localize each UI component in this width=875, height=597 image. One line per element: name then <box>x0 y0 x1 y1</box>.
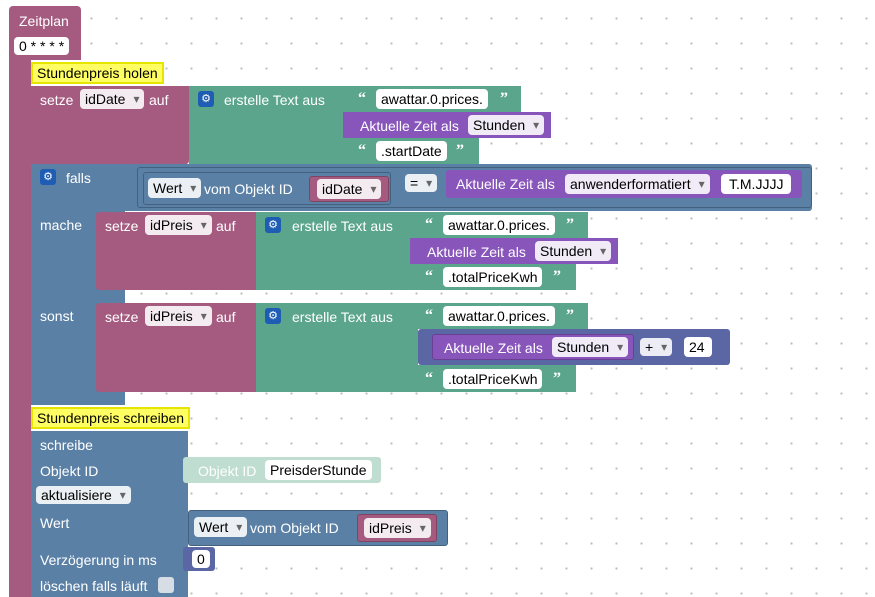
set-label: setze <box>40 92 74 108</box>
set-label: setze <box>105 218 139 234</box>
create-text-label: erstelle Text aus <box>292 309 393 325</box>
value-mode-dropdown[interactable]: Wert <box>148 178 202 198</box>
number-field[interactable]: 24 <box>684 337 712 357</box>
object-id-inner-label: Objekt ID <box>198 463 257 479</box>
text-str2-field[interactable]: .startDate <box>376 141 447 161</box>
quote-open-icon: “ <box>358 142 366 159</box>
quote-open-icon: “ <box>425 268 433 285</box>
time-label: Aktuelle Zeit als <box>360 118 459 134</box>
create-text-label: erstelle Text aus <box>224 92 325 108</box>
quote-close-icon: ” <box>566 216 574 233</box>
value-mode-dropdown[interactable]: Wert <box>194 517 248 537</box>
gear-icon[interactable]: ⚙ <box>40 169 56 185</box>
delay-number-field[interactable]: 0 <box>192 550 210 568</box>
text-str2-field[interactable]: .totalPriceKwh <box>443 267 543 287</box>
quote-open-icon: “ <box>358 90 366 107</box>
time-unit-dropdown[interactable]: Stunden <box>468 115 545 135</box>
schedule-rail <box>9 58 31 597</box>
date-format-field[interactable]: T.M.JJJJ <box>721 174 792 194</box>
if-mid-bar <box>96 290 125 303</box>
write-block[interactable] <box>31 431 188 597</box>
quote-close-icon: ” <box>500 90 508 107</box>
quote-close-icon: ” <box>553 268 561 285</box>
time-label: Aktuelle Zeit als <box>444 340 543 356</box>
text-str-field[interactable]: awattar.0.prices. <box>443 215 555 235</box>
if-bottom-bar <box>96 392 125 405</box>
quote-close-icon: ” <box>456 142 464 159</box>
gear-icon[interactable]: ⚙ <box>198 91 214 107</box>
quote-close-icon: ” <box>553 370 561 387</box>
math-op-dropdown[interactable]: + <box>640 338 673 356</box>
gear-icon[interactable]: ⚙ <box>265 217 281 233</box>
set-label: setze <box>105 309 139 325</box>
gear-icon[interactable]: ⚙ <box>265 308 281 324</box>
create-text-block[interactable] <box>256 303 418 392</box>
text-str2-field[interactable]: .totalPriceKwh <box>443 369 543 389</box>
quote-open-icon: “ <box>425 307 433 324</box>
schedule-cron-field[interactable]: 0 * * * * <box>14 37 70 55</box>
else-label: sonst <box>40 308 74 324</box>
object-id-field[interactable]: PreisderStunde <box>265 460 372 480</box>
auf-label: auf <box>216 309 236 325</box>
var-iddate-dropdown[interactable]: idDate <box>80 89 145 109</box>
quote-open-icon: “ <box>425 216 433 233</box>
clear-running-checkbox[interactable] <box>158 577 174 593</box>
text-str-field[interactable]: awattar.0.prices. <box>443 306 555 326</box>
time-label: Aktuelle Zeit als <box>427 244 526 260</box>
from-object-label: vom Objekt ID <box>250 520 339 536</box>
time-format-dropdown[interactable]: anwenderformatiert <box>565 174 710 194</box>
var-idpreis-dropdown[interactable]: idPreis <box>145 215 212 235</box>
comment-stundenpreis-schreiben[interactable]: Stundenpreis schreiben <box>31 407 191 429</box>
write-mode-dropdown[interactable]: aktualisiere <box>36 486 131 504</box>
delay-label: Verzögerung in ms <box>40 552 157 568</box>
var-idpreis-dropdown[interactable]: idPreis <box>145 306 212 326</box>
comment-stundenpreis-holen[interactable]: Stundenpreis holen <box>31 62 164 84</box>
quote-open-icon: “ <box>425 370 433 387</box>
clear-running-label: löschen falls läuft <box>40 578 148 594</box>
create-text-label: erstelle Text aus <box>292 218 393 234</box>
schedule-title: Zeitplan <box>19 13 69 29</box>
create-text-block[interactable] <box>256 212 418 290</box>
time-unit-dropdown[interactable]: Stunden <box>552 337 629 357</box>
var-idpreis-dropdown[interactable]: idPreis <box>364 518 431 538</box>
create-text-block[interactable] <box>189 86 353 164</box>
var-iddate-dropdown[interactable]: idDate <box>317 179 382 199</box>
time-unit-dropdown[interactable]: Stunden <box>535 241 612 261</box>
write-label: schreibe <box>40 437 93 453</box>
auf-label: auf <box>149 92 169 108</box>
do-label: mache <box>40 217 83 233</box>
if-label: falls <box>66 170 91 186</box>
compare-op-dropdown[interactable]: = <box>405 174 438 192</box>
text-str-field[interactable]: awattar.0.prices. <box>376 89 488 109</box>
time-label: Aktuelle Zeit als <box>456 176 555 192</box>
value-label: Wert <box>40 515 70 531</box>
quote-close-icon: ” <box>566 307 574 324</box>
object-id-label: Objekt ID <box>40 463 99 479</box>
auf-label: auf <box>216 218 236 234</box>
from-object-label: vom Objekt ID <box>204 181 293 197</box>
